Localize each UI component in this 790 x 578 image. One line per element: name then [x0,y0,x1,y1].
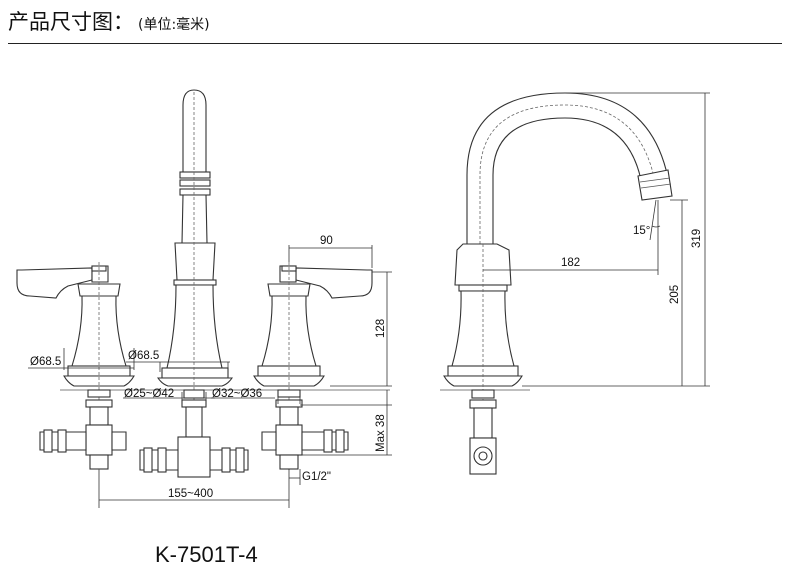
front-right-handle [253,262,373,470]
title-text: 产品尺寸图： [8,10,134,34]
dim-spout-outlet-height: 205 [669,285,681,304]
dim-hole-left: Ø25~Ø42 [124,388,174,400]
dim-thread: G1/2" [302,471,331,483]
unit-note: (单位:毫米) [138,17,210,33]
dim-spout-reach: 182 [561,257,580,269]
header-title: 产品尺寸图：(单位:毫米) [8,6,210,36]
dim-spread: 155~400 [168,488,213,500]
side-view-faucet [440,92,673,475]
front-left-handle [16,262,135,470]
dim-handle-height: 128 [375,319,387,338]
dim-base-center: Ø68.5 [128,350,159,362]
front-valves-under-deck [39,389,349,478]
header-divider [8,43,782,44]
model-number: K-7501T-4 [155,542,258,567]
dim-spout-angle: 15° [633,225,650,237]
dim-hole-right: Ø32~Ø36 [212,388,262,400]
dim-overall-height: 319 [691,229,703,248]
front-spout [156,89,234,470]
front-dimension-lines [28,245,392,508]
dim-max-deck: Max 38 [375,414,387,452]
dim-base-left: Ø68.5 [30,356,61,368]
dim-handle-reach: 90 [320,235,333,247]
side-dimension-lines [483,92,710,387]
